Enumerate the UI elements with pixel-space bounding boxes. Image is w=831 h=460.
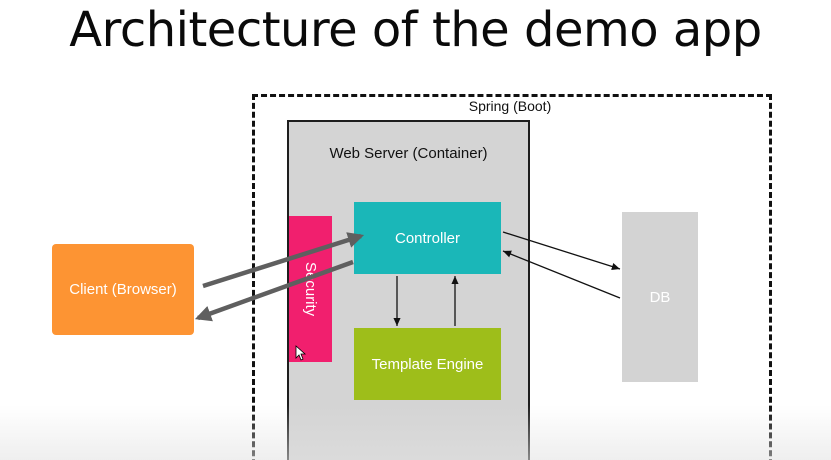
database-box: DB (622, 212, 698, 382)
template-engine-box: Template Engine (354, 328, 501, 400)
page-title: Architecture of the demo app (69, 2, 762, 58)
spring-boot-label: Spring (Boot) (468, 98, 552, 114)
security-label: Security (302, 261, 319, 317)
client-browser-box: Client (Browser) (52, 244, 194, 335)
controller-box: Controller (354, 202, 501, 274)
web-server-label: Web Server (Container) (329, 145, 488, 162)
